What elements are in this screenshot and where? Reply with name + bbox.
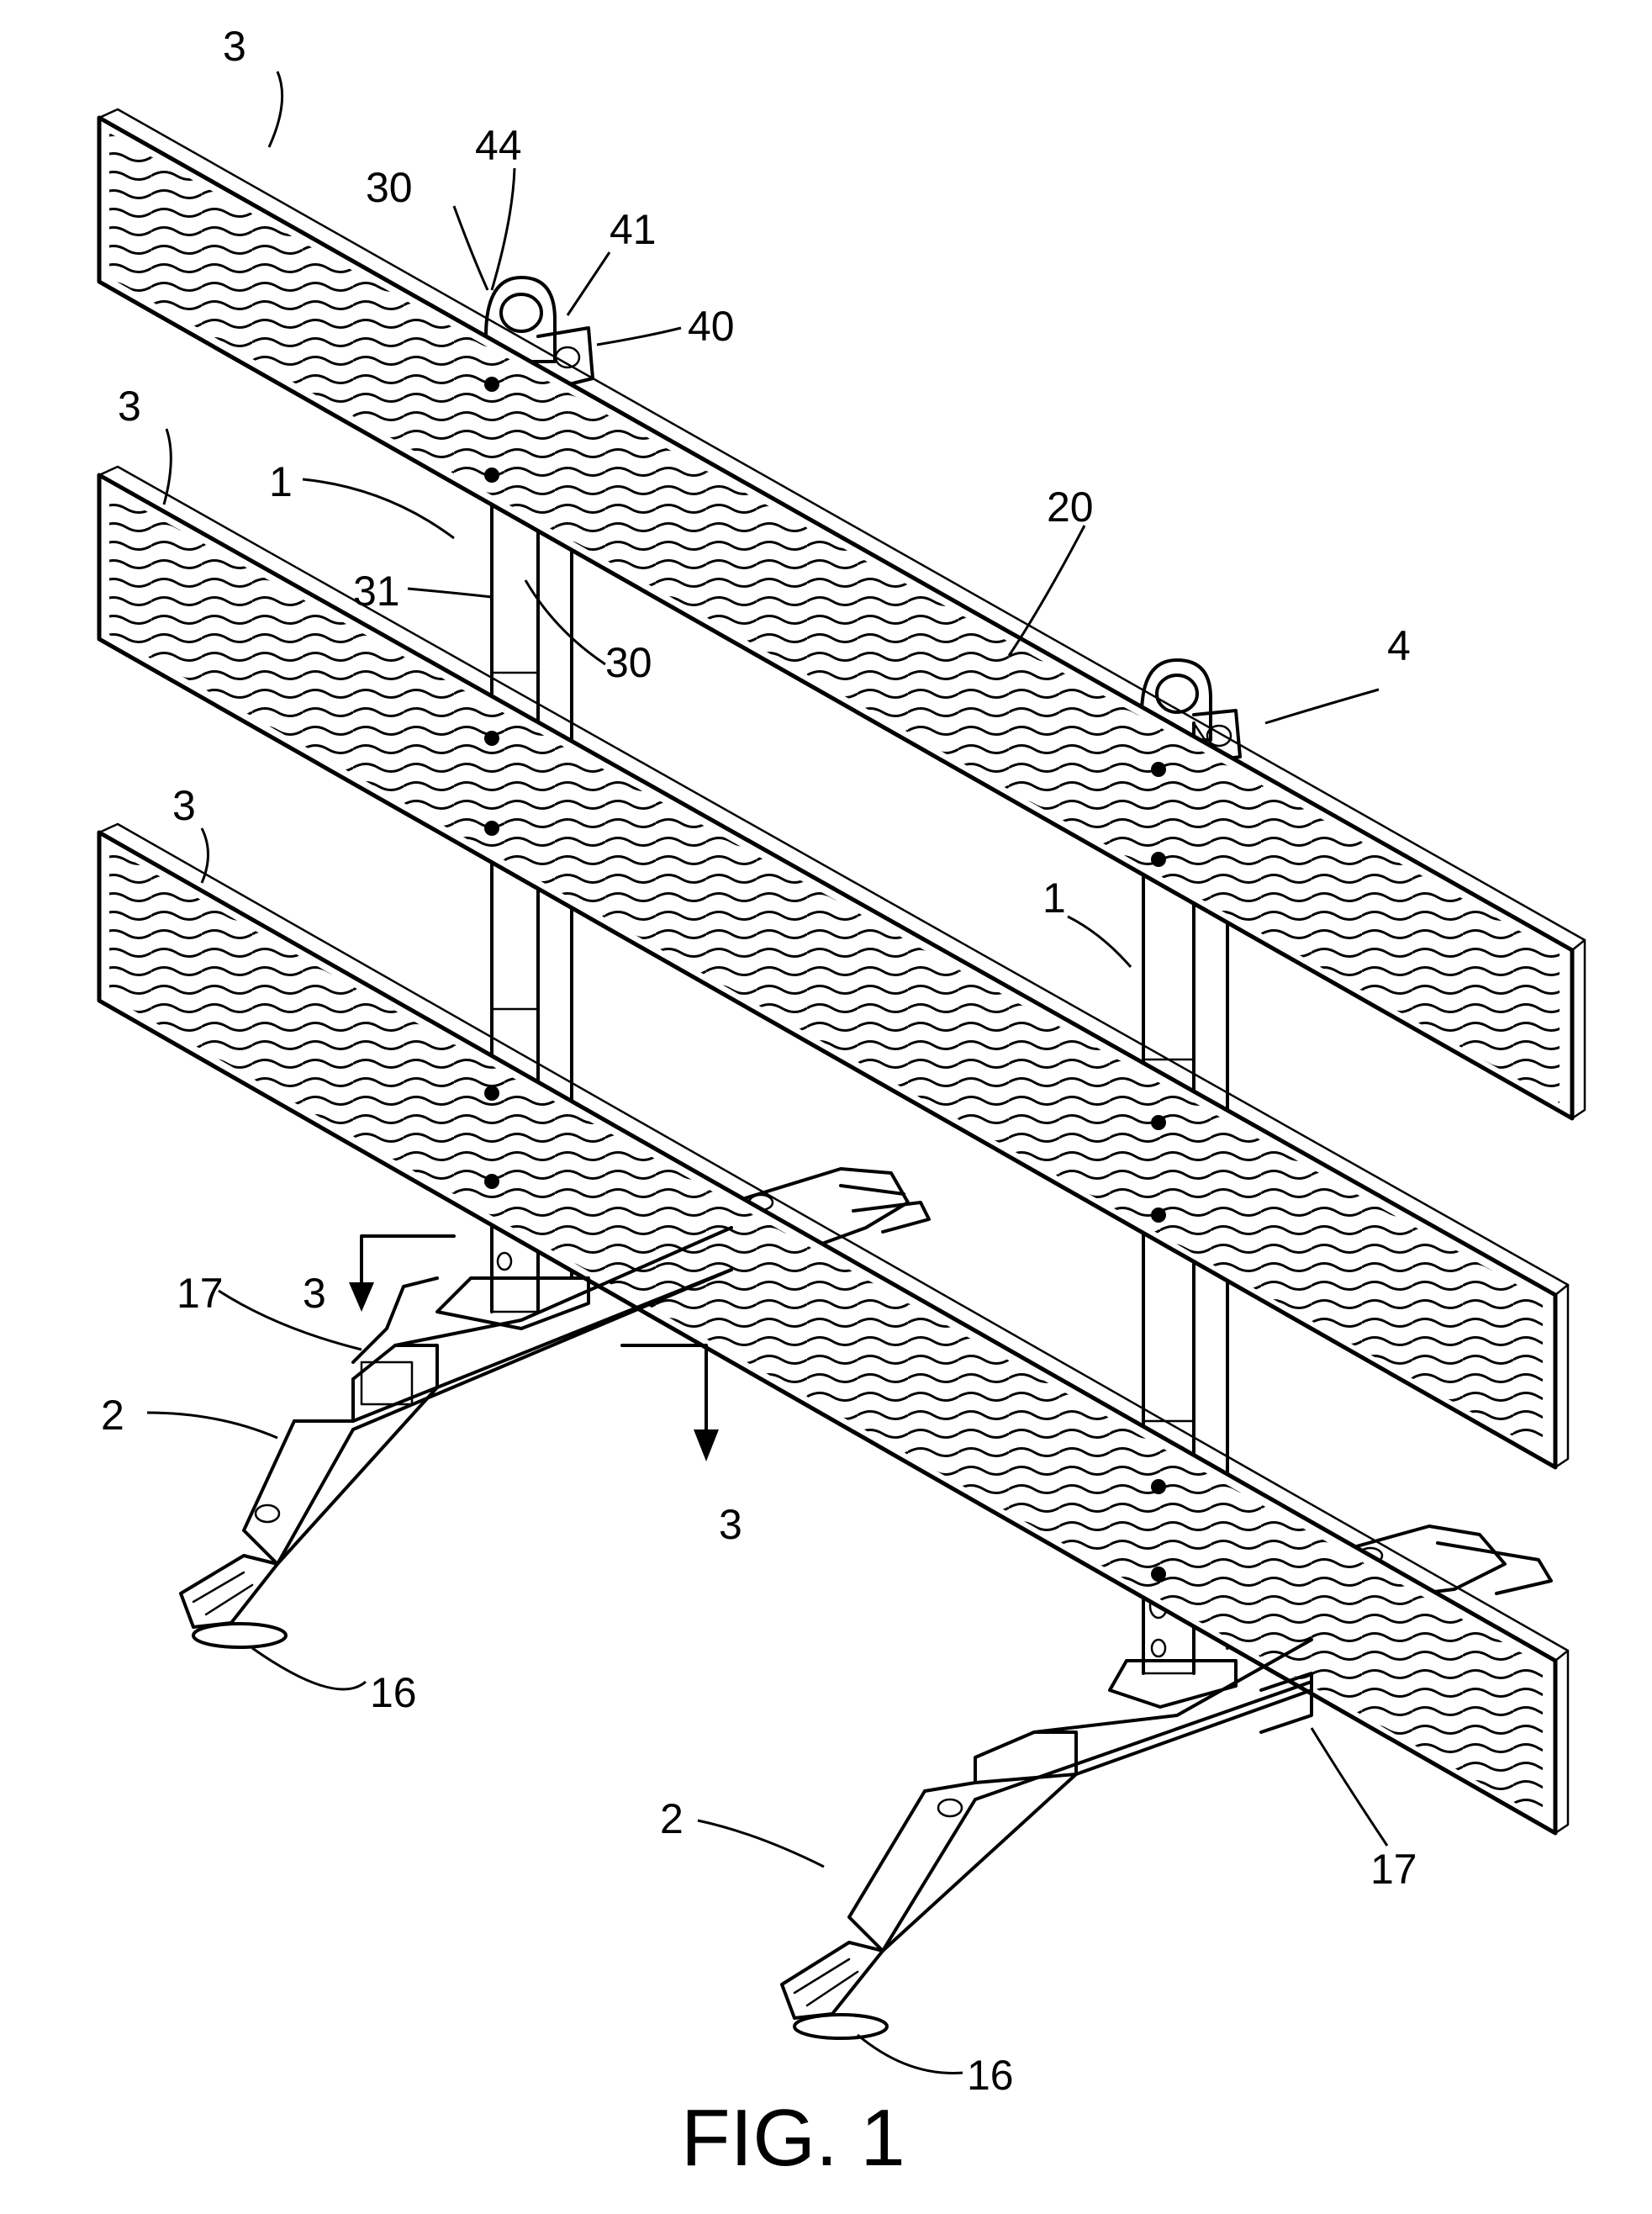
label-section-right: 3 — [719, 1501, 742, 1548]
label-pad-17-right: 17 — [1370, 1846, 1417, 1893]
label-pad-17-left: 17 — [177, 1270, 224, 1317]
label-plate-20: 20 — [1047, 483, 1094, 531]
label-bracket-44: 44 — [475, 122, 522, 169]
label-bracket-41: 41 — [610, 206, 657, 253]
label-section-left: 3 — [303, 1270, 326, 1317]
label-rail-top: 3 — [223, 23, 246, 70]
base-right — [782, 1640, 1312, 2038]
label-bracket-30-mid: 30 — [605, 639, 652, 686]
label-bracket-31: 31 — [353, 568, 400, 615]
label-base-left: 2 — [101, 1392, 124, 1439]
label-foot-16-left: 16 — [370, 1669, 417, 1716]
label-bracket-30-top: 30 — [366, 164, 413, 211]
label-foot-16-right: 16 — [967, 2052, 1014, 2099]
label-post-right: 1 — [1042, 875, 1066, 922]
label-rail-bottom: 3 — [172, 782, 196, 829]
label-assembly-4: 4 — [1387, 622, 1411, 669]
label-bracket-40: 40 — [688, 303, 735, 350]
label-rail-middle: 3 — [118, 383, 141, 430]
label-base-right: 2 — [660, 1795, 683, 1842]
label-post-left: 1 — [269, 458, 293, 505]
figure-caption: FIG. 1 — [681, 2093, 905, 2183]
